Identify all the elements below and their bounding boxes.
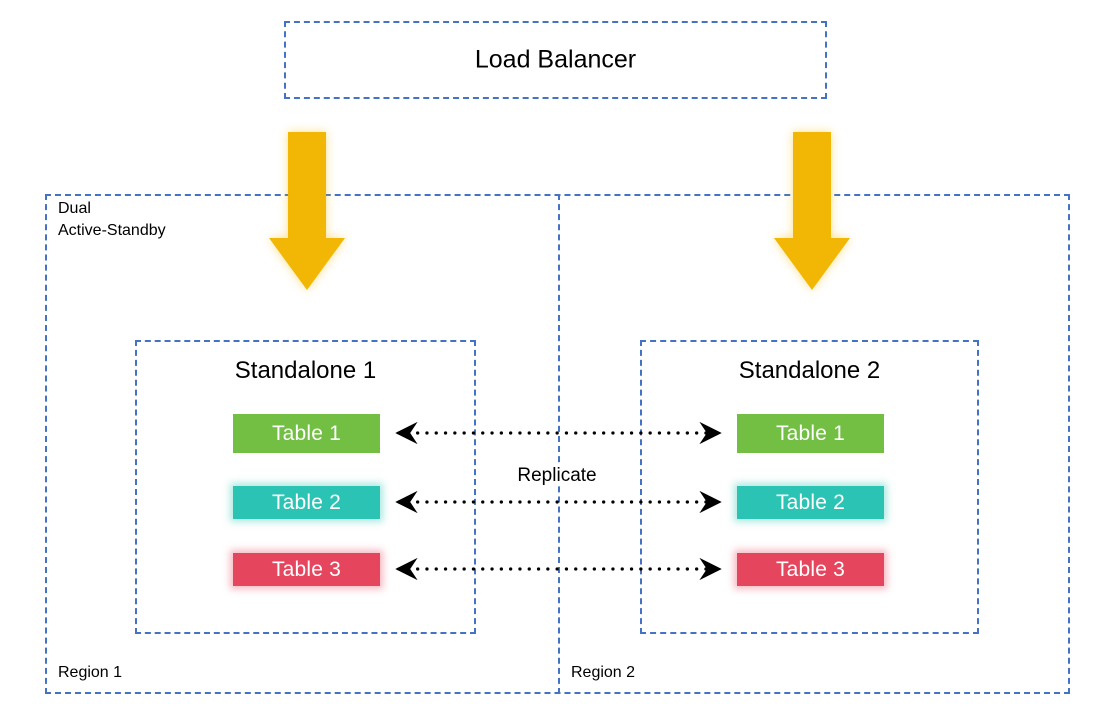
standalone-2-table-3: Table 3: [737, 553, 884, 586]
replicate-label: Replicate: [511, 465, 603, 486]
replicate-label-wrapper: Replicate: [0, 465, 1094, 486]
dual-active-standby-label: Dual Active-Standby: [58, 200, 166, 239]
dual-active-standby-region-box: [45, 194, 1070, 694]
load-balancer-label: Load Balancer: [474, 45, 637, 74]
load-balancer-box: Load Balancer: [284, 21, 827, 99]
standalone-2-title: Standalone 2: [738, 357, 881, 384]
standalone-1-title: Standalone 1: [234, 357, 377, 384]
traffic-arrow-down-standalone-1-icon: [269, 132, 345, 290]
region-divider-line: [558, 194, 560, 694]
standalone-2-box: Standalone 2: [640, 340, 979, 634]
region-1-label: Region 1: [58, 664, 123, 681]
standalone-2-table-1: Table 1: [737, 414, 884, 453]
traffic-arrow-down-standalone-2-icon: [774, 132, 850, 290]
standalone-1-box: Standalone 1: [135, 340, 476, 634]
standalone-1-table-1: Table 1: [233, 414, 380, 453]
standalone-1-table-3: Table 3: [233, 553, 380, 586]
standalone-2-table-2: Table 2: [737, 486, 884, 519]
standalone-1-table-2: Table 2: [233, 486, 380, 519]
region-2-label: Region 2: [571, 664, 636, 681]
